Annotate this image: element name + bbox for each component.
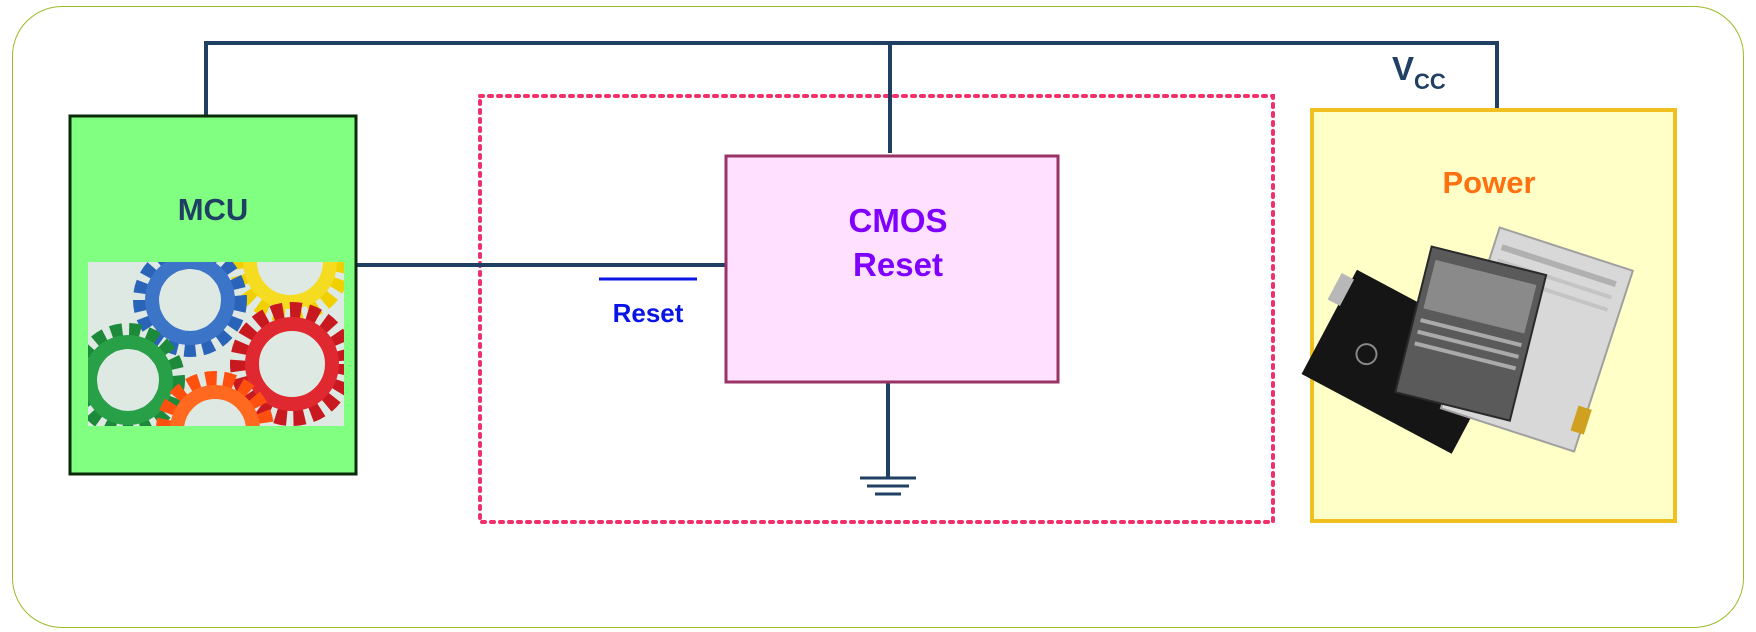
power-label: Power — [1442, 165, 1535, 200]
vcc-label: VCC — [1392, 50, 1446, 94]
cmos-label-line1: CMOS — [849, 202, 948, 239]
mcu-label: MCU — [178, 192, 249, 227]
reset-signal: Reset — [599, 279, 697, 328]
cmos-label-line2: Reset — [853, 246, 943, 283]
vcc-subscript: CC — [1414, 69, 1446, 94]
vcc-bus-wire — [206, 43, 1497, 116]
reset-signal-label: Reset — [613, 298, 684, 328]
vcc-main: V — [1392, 50, 1414, 87]
ground-icon — [860, 478, 916, 494]
mcu-block: MCU — [70, 116, 356, 476]
cmos-reset-block: CMOS Reset — [726, 156, 1058, 382]
power-block: Power — [1291, 110, 1675, 521]
